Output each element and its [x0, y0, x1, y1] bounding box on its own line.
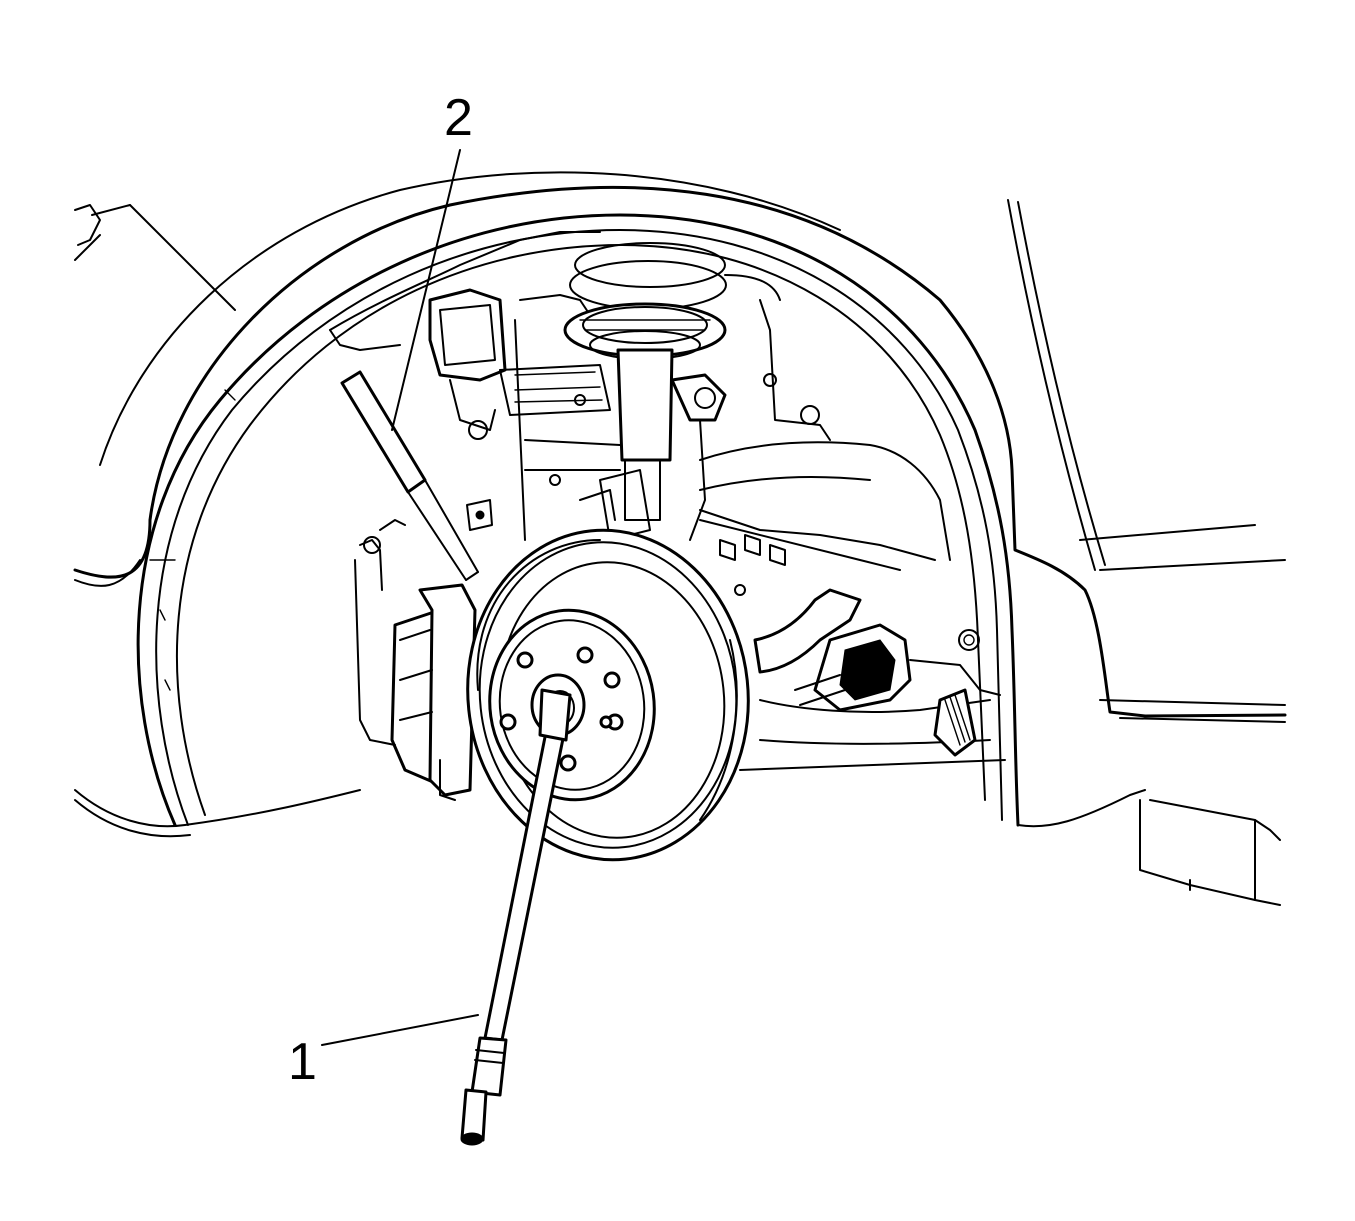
- inner-wheelhouse-structure: [329, 231, 980, 651]
- brake-caliper: [354, 519, 477, 801]
- strut-assembly: [579, 348, 727, 541]
- wheel-opening-liner: [74, 213, 1146, 838]
- leader-line-1: [321, 1014, 479, 1046]
- leader-line-2: [391, 149, 461, 431]
- fender-panel: [73, 171, 1287, 723]
- tool-2-screwdriver: [340, 370, 479, 581]
- upper-mount-bracket: [428, 288, 611, 440]
- rocker-panel: [1139, 799, 1281, 906]
- leader-line-clip: [129, 204, 236, 311]
- wheel-studs: [499, 646, 624, 772]
- callout-leaders: [129, 149, 479, 1046]
- coil-spring: [563, 242, 727, 360]
- callout-label-1: 1: [288, 1033, 317, 1091]
- drive-axle: [739, 588, 1006, 771]
- body-clip: [74, 204, 131, 261]
- small-bracket: [466, 499, 493, 531]
- cv-boot: [933, 688, 977, 757]
- tool-1-breaker-bar: [460, 688, 572, 1146]
- callout-label-2: 2: [444, 89, 473, 147]
